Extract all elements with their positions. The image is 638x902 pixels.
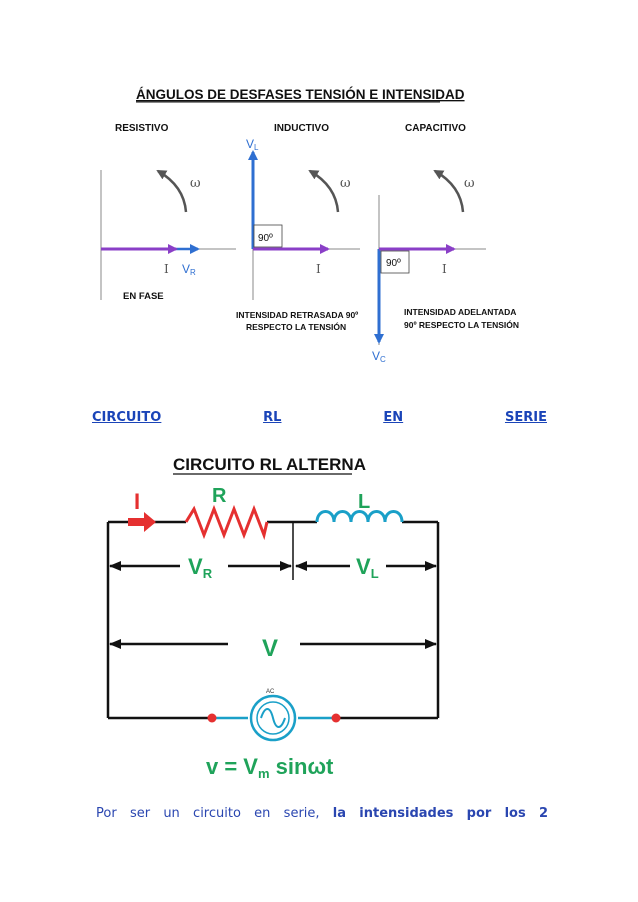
circuit-title: CIRCUITO RL ALTERNA: [173, 455, 366, 474]
phasor-diagram: ÁNGULOS DE DESFASES TENSIÓN E INTENSIDAD…: [100, 87, 519, 364]
current-arrow: [128, 512, 156, 532]
section-heading: CIRCUITO RL EN SERIE: [92, 410, 547, 425]
ac-label: AC: [266, 689, 275, 695]
heading-word: EN: [383, 410, 404, 425]
paragraph-word-bold: los: [504, 806, 526, 821]
current-label-l: I: [316, 262, 321, 276]
inductive-note-1: INTENSIDAD RETRASADA 90º: [236, 310, 358, 320]
terminal-dot: [331, 713, 341, 723]
heading-word: CIRCUITO: [92, 410, 162, 425]
current-label: I: [134, 489, 140, 514]
paragraph-word: serie,: [283, 806, 320, 821]
vl-label: VL: [356, 554, 379, 581]
current-label-c: I: [442, 262, 447, 276]
current-label-r: I: [164, 262, 169, 276]
resistor-label: R: [212, 485, 227, 507]
en-fase-label: EN FASE: [123, 291, 164, 302]
phasor-title: ÁNGULOS DE DESFASES TENSIÓN E INTENSIDAD: [136, 87, 465, 102]
paragraph-word-bold: 2: [538, 806, 548, 821]
paragraph-word: Por: [96, 806, 117, 821]
omega-capacitive: ω: [464, 176, 475, 191]
voltage-formula: v = Vm sinωt: [206, 754, 334, 781]
paragraph-word: en: [254, 806, 271, 821]
capacitive-phasor: 90º VC ω I INTENSIDAD ADELANTADA 90º RES…: [372, 169, 519, 364]
terminal-dot: [207, 713, 217, 723]
paragraph-word: circuito: [193, 806, 241, 821]
v-total-label: V: [262, 635, 278, 662]
inductive-note-2: RESPECTO LA TENSIÓN: [246, 321, 346, 332]
label-resistivo: RESISTIVO: [115, 123, 169, 134]
vr-label: VR: [188, 554, 213, 581]
resistor-symbol: [184, 504, 269, 541]
capacitive-note-2: 90º RESPECTO LA TENSIÓN: [404, 319, 519, 330]
heading-word: RL: [263, 410, 282, 425]
omega-inductive: ω: [340, 176, 351, 191]
paragraph-word: ser: [129, 806, 151, 821]
angle-inductive: 90º: [258, 233, 273, 244]
label-inductivo: INDUCTIVO: [274, 123, 329, 134]
paragraph-word-bold: la: [332, 806, 347, 821]
capacitive-note-1: INTENSIDAD ADELANTADA: [404, 307, 516, 317]
omega-resistive: ω: [190, 176, 201, 191]
angle-capacitive: 90º: [386, 258, 401, 269]
paragraph-word: un: [163, 806, 180, 821]
inductive-phasor: 90º VL ω I INTENSIDAD RETRASADA 90º RESP…: [236, 137, 360, 332]
heading-word: SERIE: [504, 410, 547, 425]
inductor-label: L: [358, 491, 370, 513]
voltage-label-r: VR: [182, 262, 196, 277]
voltage-label-l: VL: [246, 137, 259, 152]
body-paragraph: Por ser un circuito en serie, la intensi…: [96, 806, 548, 821]
label-capacitivo: CAPACITIVO: [405, 123, 466, 134]
paragraph-word-bold: intensidades: [359, 806, 454, 821]
resistive-phasor: ω I VR EN FASE: [100, 169, 236, 302]
voltage-label-c: VC: [372, 349, 386, 364]
circuit-wires: [106, 520, 440, 720]
ac-source-symbol: [249, 694, 297, 742]
paragraph-word-bold: por: [466, 806, 492, 821]
inductor-symbol: [315, 510, 404, 523]
